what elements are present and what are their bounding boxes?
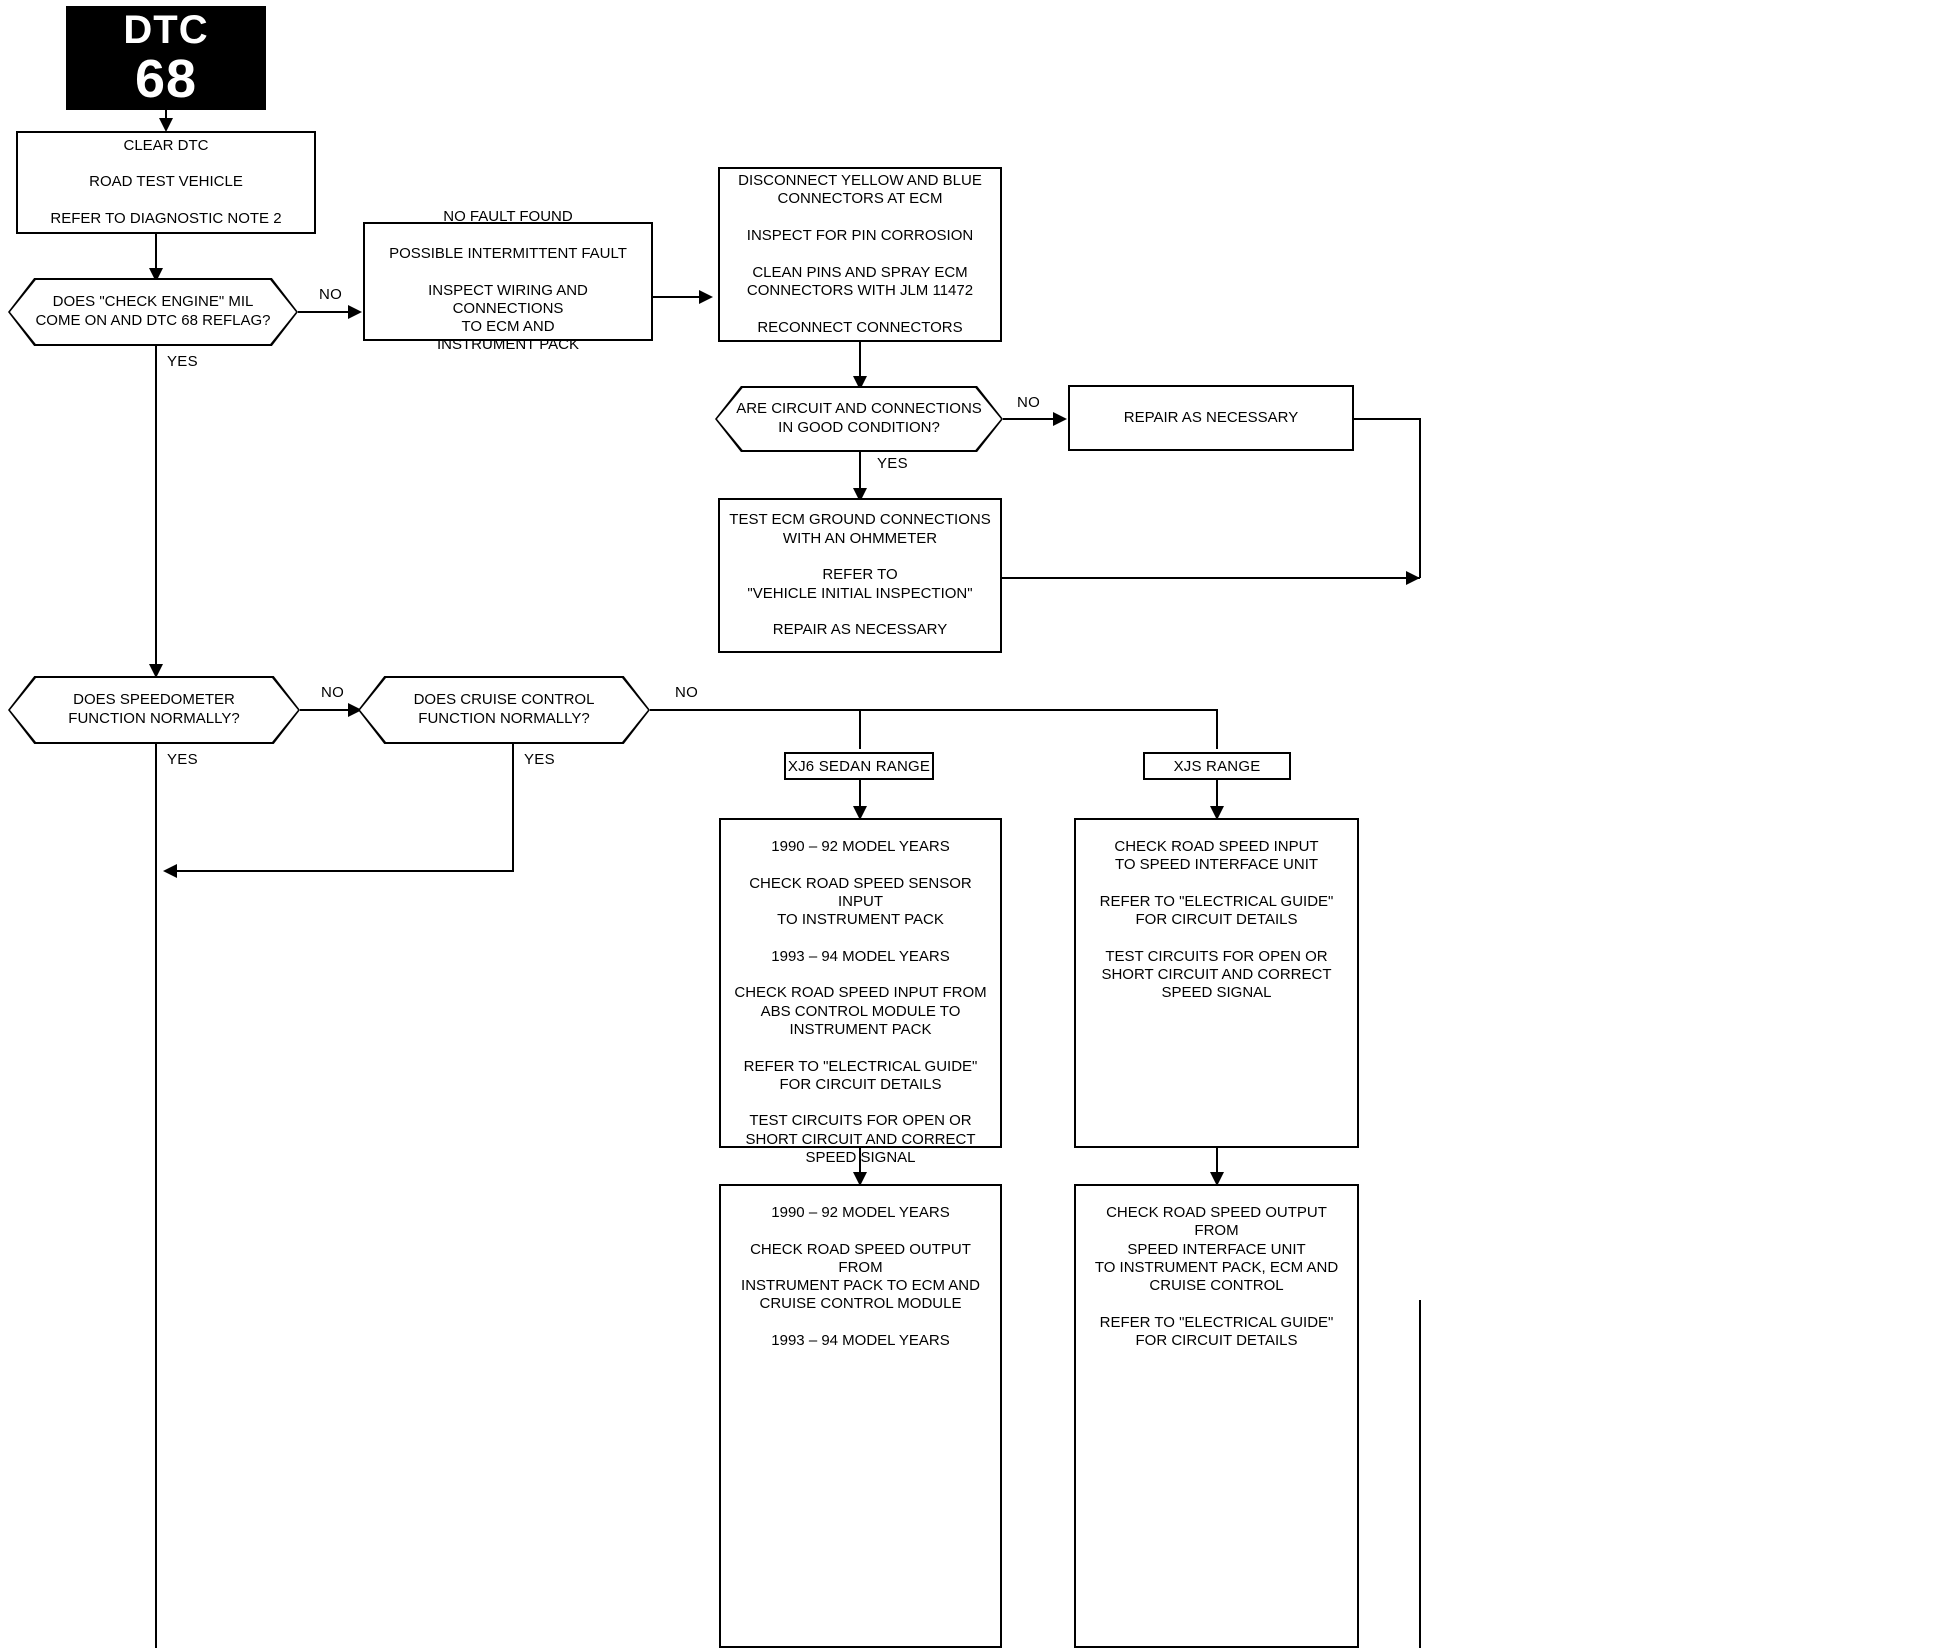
arrowhead-xjstag-to-box xyxy=(1210,806,1224,820)
branch-label-cruise-no: NO xyxy=(672,684,702,701)
node-no-fault-found: NO FAULT FOUND POSSIBLE INTERMITTENT FAU… xyxy=(363,208,653,353)
branch-label-speedo-no: NO xyxy=(318,684,348,701)
connector-nofault-to-disconnect xyxy=(653,296,705,298)
arrowhead-mil-yes xyxy=(149,664,163,678)
connector-ecmground-to-rail xyxy=(1002,577,1420,579)
node-no-fault-found-text: NO FAULT FOUND POSSIBLE INTERMITTENT FAU… xyxy=(389,208,627,354)
decision-mil-reflag: DOES "CHECK ENGINE" MIL COME ON AND DTC … xyxy=(8,278,298,346)
arrowhead-speedo-no xyxy=(348,703,362,717)
node-disconnect-connectors-text: DISCONNECT YELLOW AND BLUE CONNECTORS AT… xyxy=(738,172,982,336)
node-clear-dtc: CLEAR DTC ROAD TEST VEHICLE REFER TO DIA… xyxy=(16,131,316,234)
connector-cruise-yes-down xyxy=(512,744,514,872)
node-test-ecm-ground-text: TEST ECM GROUND CONNECTIONS WITH AN OHMM… xyxy=(729,511,991,639)
connector-disconnect-to-circuit xyxy=(859,342,861,384)
branch-label-cruise-yes: YES xyxy=(521,751,558,768)
tag-xjs-range-label: XJS RANGE xyxy=(1173,757,1261,775)
connector-clear-to-mil xyxy=(155,234,157,276)
connector-xj6tag-to-box xyxy=(859,780,861,814)
arrowhead-xj6in-to-xj6out xyxy=(853,1172,867,1186)
decision-circuit-condition: ARE CIRCUIT AND CONNECTIONS IN GOOD COND… xyxy=(715,386,1003,452)
connector-cruise-no-to-xj6tag xyxy=(859,709,861,749)
dtc-number: 68 xyxy=(134,49,198,109)
arrowhead-xjsin-to-xjsout xyxy=(1210,1172,1224,1186)
connector-circuit-no xyxy=(1003,418,1059,420)
connector-circuit-yes xyxy=(859,452,861,498)
branch-label-circuit-no: NO xyxy=(1014,394,1044,411)
arrowhead-banner-to-clear xyxy=(159,118,173,132)
decision-cruise-control: DOES CRUISE CONTROL FUNCTION NORMALLY? xyxy=(358,676,650,744)
decision-cruise-control-text: DOES CRUISE CONTROL FUNCTION NORMALLY? xyxy=(413,691,595,727)
decision-circuit-condition-text: ARE CIRCUIT AND CONNECTIONS IN GOOD COND… xyxy=(736,400,982,436)
arrowhead-cruise-yes-left xyxy=(163,864,177,878)
node-clear-dtc-text: CLEAR DTC ROAD TEST VEHICLE REFER TO DIA… xyxy=(50,136,282,227)
node-test-ecm-ground: TEST ECM GROUND CONNECTIONS WITH AN OHMM… xyxy=(718,498,1002,653)
dtc-code-banner: DTC 68 xyxy=(66,6,266,110)
node-repair-as-necessary: REPAIR AS NECESSARY xyxy=(1068,385,1354,451)
arrowhead-nofault-to-disconnect xyxy=(699,290,713,304)
connector-speedo-yes-spine xyxy=(155,744,157,1648)
tag-xj6-sedan-range-label: XJ6 SEDAN RANGE xyxy=(787,757,931,775)
branch-label-mil-no: NO xyxy=(316,286,346,303)
arrowhead-ecmground-to-rail xyxy=(1406,571,1420,585)
node-xj6-speed-input-text: 1990 – 92 MODEL YEARS CHECK ROAD SPEED S… xyxy=(734,838,987,1167)
node-disconnect-connectors: DISCONNECT YELLOW AND BLUE CONNECTORS AT… xyxy=(718,167,1002,342)
node-xj6-speed-output: 1990 – 92 MODEL YEARS CHECK ROAD SPEED O… xyxy=(719,1184,1002,1648)
connector-mil-no xyxy=(298,311,354,313)
arrowhead-circuit-no xyxy=(1053,412,1067,426)
decision-mil-reflag-text: DOES "CHECK ENGINE" MIL COME ON AND DTC … xyxy=(35,293,271,329)
rail-right-lower-fragment xyxy=(1419,1300,1421,1648)
connector-xjstag-to-box xyxy=(1216,780,1218,814)
node-xj6-speed-input: 1990 – 92 MODEL YEARS CHECK ROAD SPEED S… xyxy=(719,818,1002,1166)
node-repair-as-necessary-text: REPAIR AS NECESSARY xyxy=(1123,408,1299,426)
arrowhead-xj6tag-to-box xyxy=(853,806,867,820)
connector-cruise-yes-left xyxy=(170,870,514,872)
node-xjs-speed-output-text: CHECK ROAD SPEED OUTPUT FROM SPEED INTER… xyxy=(1094,1204,1339,1350)
branch-label-circuit-yes: YES xyxy=(874,455,911,472)
tag-xj6-sedan-range: XJ6 SEDAN RANGE xyxy=(784,752,934,780)
connector-xjsin-to-xjsout xyxy=(1216,1148,1218,1180)
arrowhead-mil-no xyxy=(348,305,362,319)
node-xjs-speed-output: CHECK ROAD SPEED OUTPUT FROM SPEED INTER… xyxy=(1074,1184,1359,1648)
node-xj6-speed-output-text: 1990 – 92 MODEL YEARS CHECK ROAD SPEED O… xyxy=(741,1204,980,1350)
decision-speedometer-text: DOES SPEEDOMETER FUNCTION NORMALLY? xyxy=(68,691,240,727)
node-xjs-speed-input-text: CHECK ROAD SPEED INPUT TO SPEED INTERFAC… xyxy=(1099,838,1334,1002)
node-xjs-speed-input: CHECK ROAD SPEED INPUT TO SPEED INTERFAC… xyxy=(1074,818,1359,1148)
connector-cruise-no-to-xjstag xyxy=(1216,709,1218,749)
connector-mil-yes-spine xyxy=(155,346,157,676)
tag-xjs-range: XJS RANGE xyxy=(1143,752,1291,780)
dtc-label: DTC xyxy=(123,8,209,52)
connector-cruise-no xyxy=(650,709,1218,711)
connector-repair-to-rail xyxy=(1354,418,1421,420)
connector-speedo-no xyxy=(300,709,354,711)
connector-banner-to-clear xyxy=(165,110,167,124)
branch-label-speedo-yes: YES xyxy=(164,751,201,768)
rail-right-vertical xyxy=(1419,418,1421,578)
decision-speedometer: DOES SPEEDOMETER FUNCTION NORMALLY? xyxy=(8,676,300,744)
connector-xj6in-to-xj6out xyxy=(859,1148,861,1180)
branch-label-mil-yes: YES xyxy=(164,353,201,370)
